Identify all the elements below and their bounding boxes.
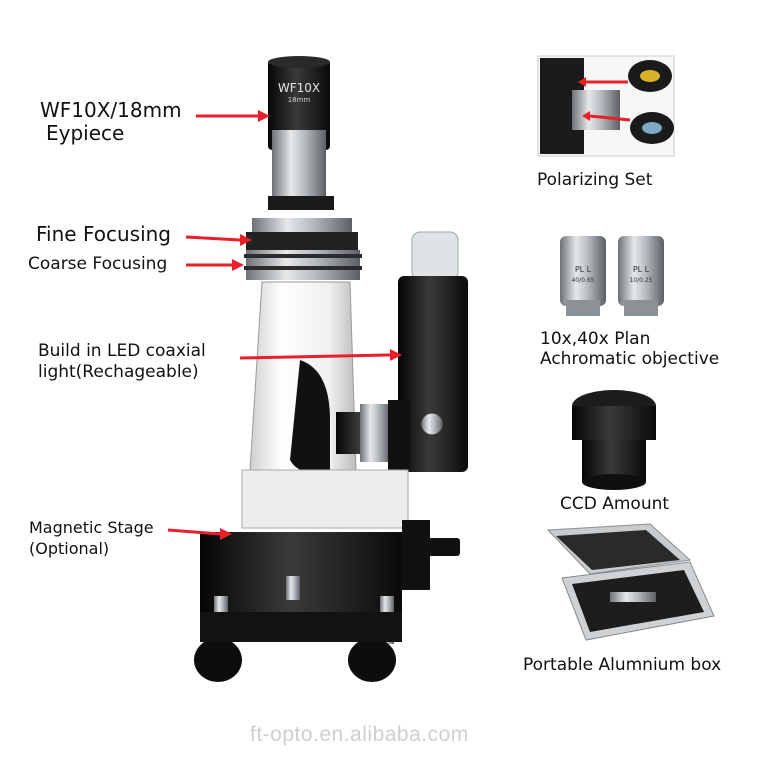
objective-right-marking-1: PL L <box>633 265 650 274</box>
ccd-adapter-photo <box>572 390 656 490</box>
objectives-photo <box>560 236 664 316</box>
focusing-rings <box>244 218 362 280</box>
magnetic-stage-label: Magnetic Stage <box>29 518 154 537</box>
polarizing-set-label: Polarizing Set <box>537 170 653 190</box>
led-light-label: Build in LED coaxial <box>38 341 206 361</box>
fine-focusing-label: Fine Focusing <box>36 222 171 246</box>
objective-right-marking-2: 10/0.25 <box>629 277 652 284</box>
aluminium-box-label: Portable Alumnium box <box>523 655 722 675</box>
objective-left-marking-1: PL L <box>575 265 592 274</box>
led-light-module <box>388 231 468 472</box>
coarse-focusing-label: Coarse Focusing <box>28 254 168 274</box>
eyepiece-marking-2: 18mm <box>288 96 311 104</box>
led-light-label-line2: light(Rechageable) <box>38 362 199 382</box>
polarizing-set-photo <box>537 55 675 157</box>
eyepiece-label: WF10X/18mm <box>40 98 182 122</box>
magnetic-stage <box>194 469 460 682</box>
callout-arrows <box>167 110 402 540</box>
objective-left-marking-2: 40/0.65 <box>571 277 594 284</box>
objective-label-line2: Achromatic objective <box>540 349 720 369</box>
eyepiece <box>268 56 334 210</box>
eyepiece-label-line2: Eypiece <box>46 121 125 145</box>
watermark: ft-opto.en.alibaba.com <box>250 723 469 746</box>
eyepiece-marking-1: WF10X <box>278 81 320 95</box>
objective-label: 10x,40x Plan <box>540 329 651 349</box>
ccd-label: CCD Amount <box>560 494 670 514</box>
aluminium-box-photo <box>546 523 715 641</box>
magnetic-stage-label-line2: (Optional) <box>29 539 110 558</box>
